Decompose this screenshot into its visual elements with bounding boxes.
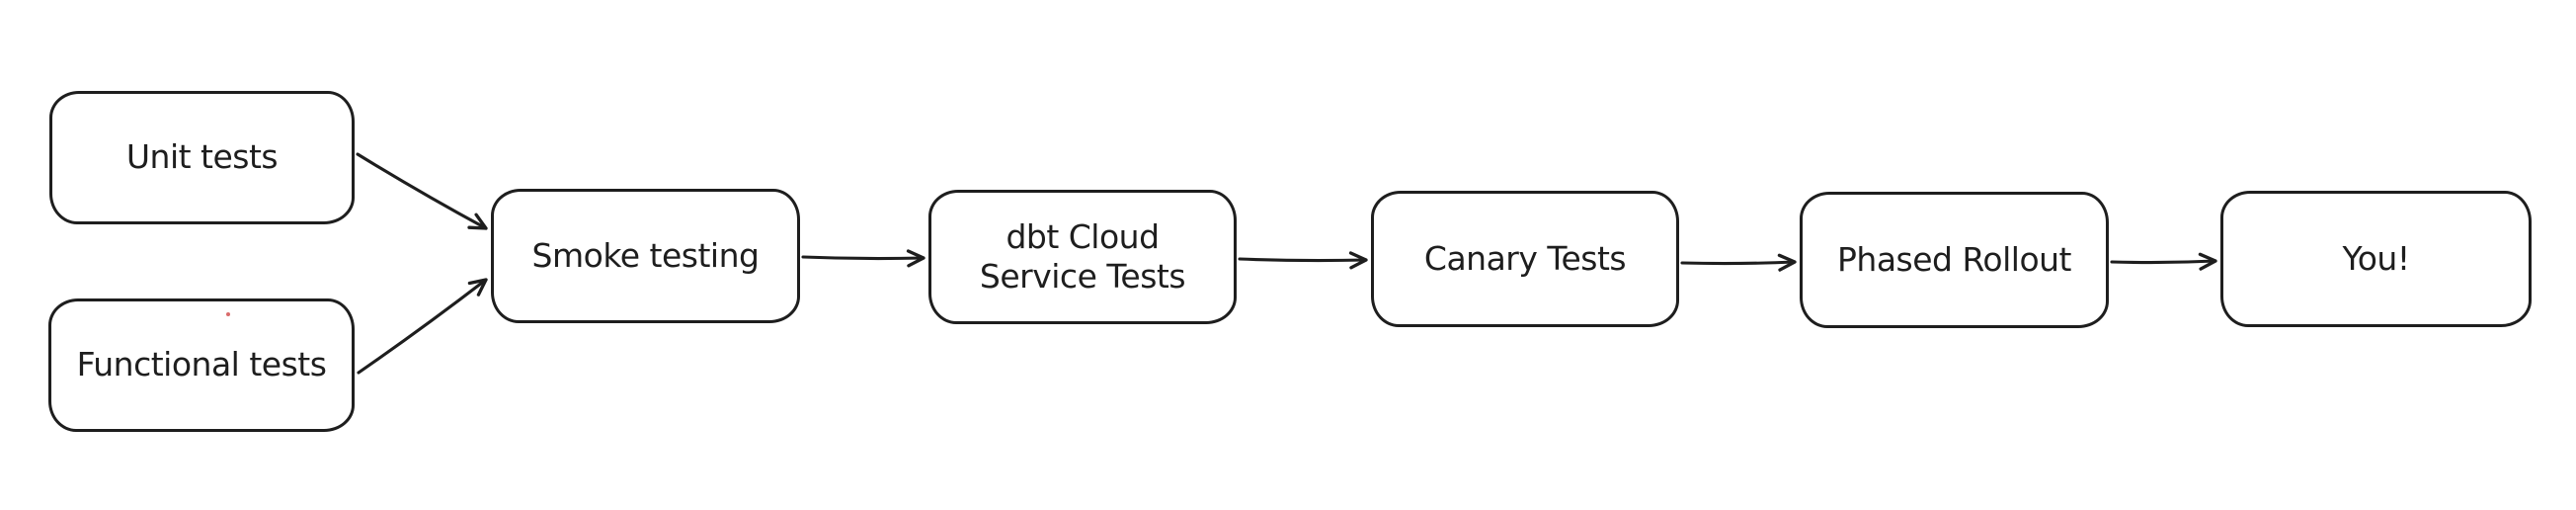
edge-unit-tests-to-smoke-testing: [356, 152, 488, 230]
arrowhead-dbt-cloud-service-tests-to-canary-tests: [1348, 251, 1368, 270]
edge-functional-tests-to-smoke-testing: [357, 278, 488, 375]
arrowhead-phased-rollout-to-you: [2198, 252, 2217, 271]
arrowhead-functional-tests-to-smoke-testing: [467, 278, 488, 297]
node-unit-tests-label: Unit tests: [125, 137, 279, 177]
node-dbt-cloud-service-tests-label: dbt Cloud Service Tests: [979, 216, 1186, 296]
edge-canary-tests-to-phased-rollout: [1680, 260, 1797, 266]
node-you: You!: [2220, 191, 2532, 327]
edge-dbt-cloud-service-tests-to-canary-tests: [1238, 257, 1368, 263]
edge-phased-rollout-to-you: [2110, 259, 2217, 265]
arrowhead-unit-tests-to-smoke-testing: [467, 212, 488, 230]
node-phased-rollout: Phased Rollout: [1800, 192, 2109, 328]
node-functional-tests: Functional tests: [48, 298, 355, 432]
stray-red-dot: [226, 312, 230, 316]
arrowhead-canary-tests-to-phased-rollout: [1777, 253, 1797, 272]
node-canary-tests-label: Canary Tests: [1423, 238, 1627, 278]
node-phased-rollout-label: Phased Rollout: [1837, 239, 2072, 279]
node-you-label: You!: [2342, 238, 2410, 278]
node-smoke-testing-label: Smoke testing: [531, 235, 760, 275]
edge-smoke-testing-to-dbt-cloud-service-tests: [801, 255, 926, 261]
node-canary-tests: Canary Tests: [1371, 191, 1679, 327]
node-functional-tests-label: Functional tests: [76, 345, 327, 384]
arrowhead-smoke-testing-to-dbt-cloud-service-tests: [906, 249, 926, 268]
node-dbt-cloud-service-tests: dbt Cloud Service Tests: [928, 190, 1237, 324]
node-smoke-testing: Smoke testing: [491, 189, 800, 323]
node-unit-tests: Unit tests: [49, 91, 355, 224]
